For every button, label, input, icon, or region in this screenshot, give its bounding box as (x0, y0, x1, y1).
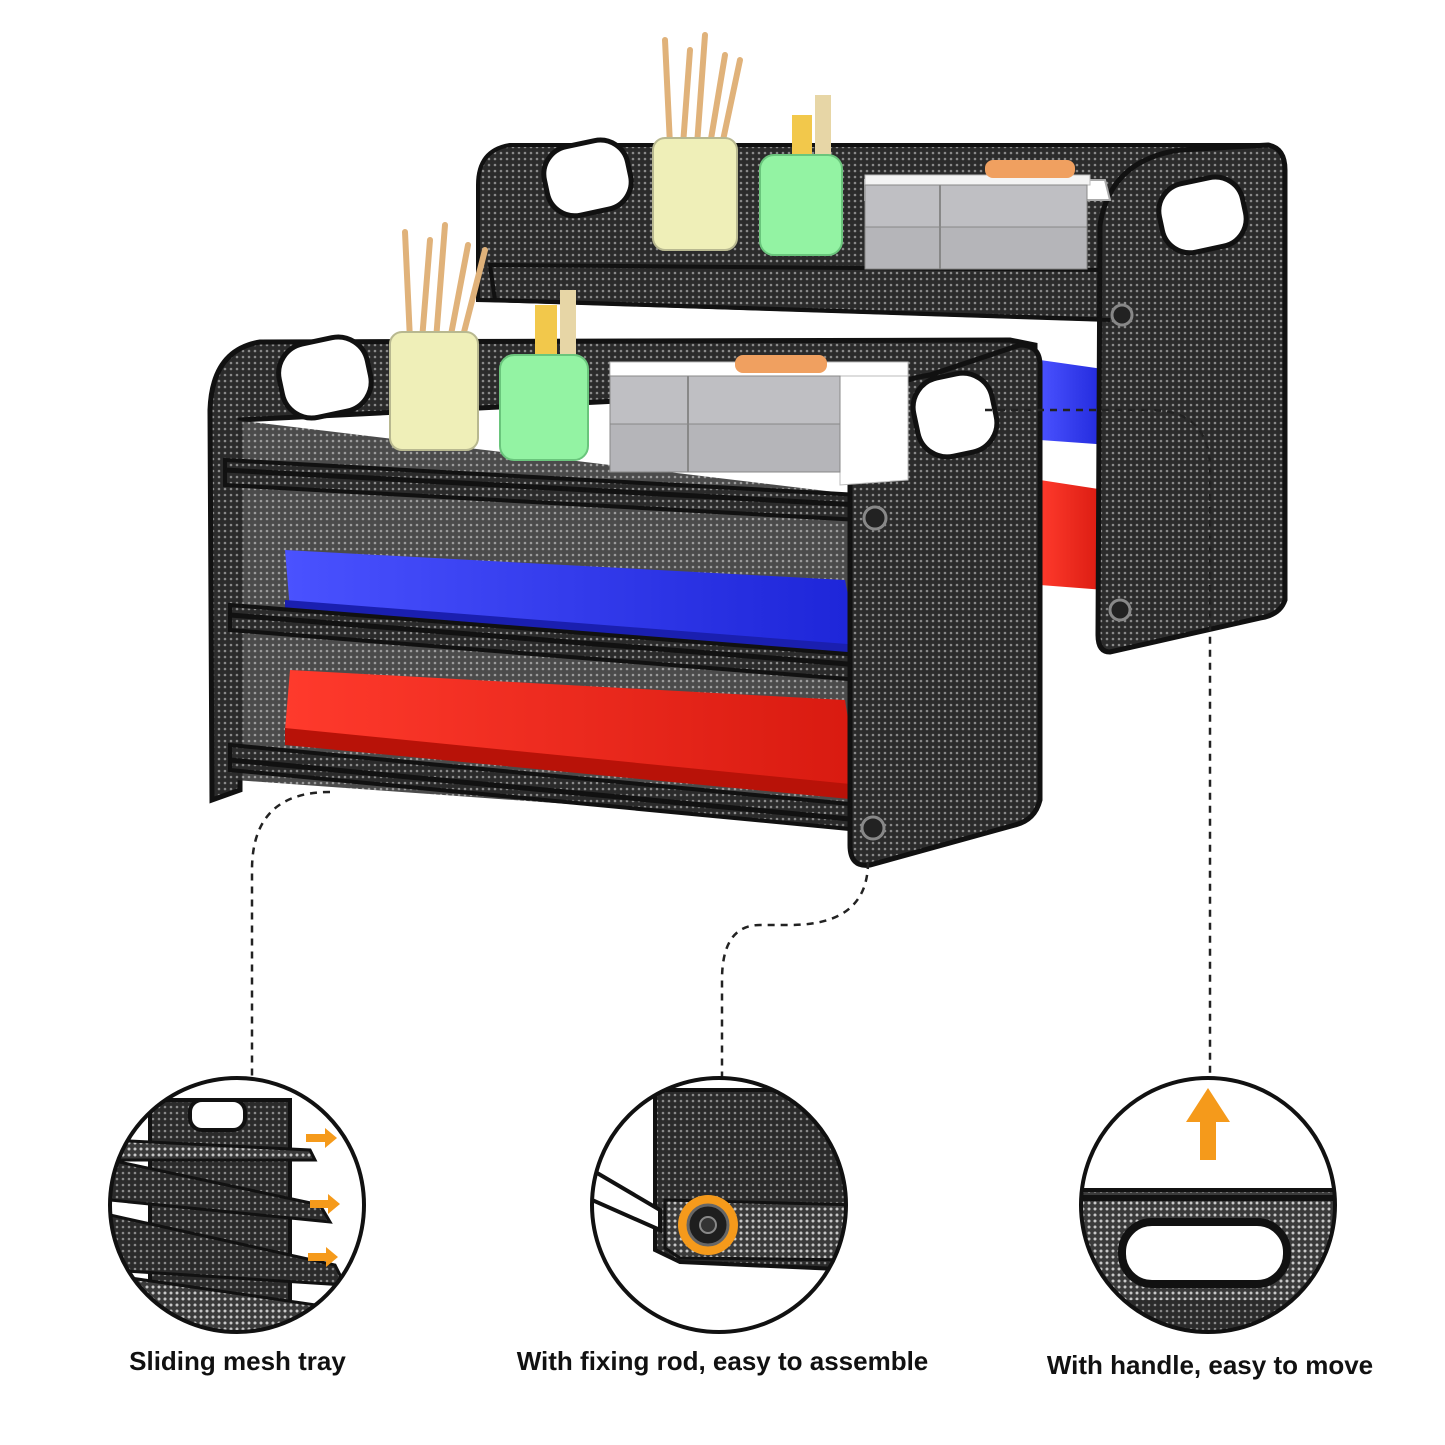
front-organizer (207, 222, 1043, 868)
paper-box-back (864, 160, 1112, 270)
fixing-screw-icon (678, 1195, 738, 1255)
cup-green-back (759, 154, 843, 256)
arrow-right-icon (310, 1194, 340, 1214)
caption-handle: With handle, easy to move (1046, 1350, 1374, 1380)
arrow-right-icon (308, 1247, 338, 1267)
fixing-screw-icon (1108, 598, 1132, 622)
connector-lines (250, 408, 1212, 1078)
detail-sliding-tray (108, 1076, 366, 1334)
pencils-front (402, 222, 488, 343)
handle-cutout-icon (910, 370, 1000, 460)
detail-handle (1079, 1076, 1337, 1334)
back-organizer (476, 32, 1288, 655)
cup-green-front (499, 354, 589, 461)
highlighter-back-2 (815, 95, 831, 165)
handle-cutout-icon (1118, 1218, 1291, 1288)
caption-sliding-tray: Sliding mesh tray (129, 1346, 346, 1376)
arrow-up-icon (1186, 1088, 1230, 1160)
pencils-back (662, 32, 743, 148)
fixing-screw-icon (862, 505, 888, 531)
caption-fixing-rod: With fixing rod, easy to assemble (516, 1346, 929, 1376)
fixing-screw-icon (860, 815, 886, 841)
cup-yellow-front (389, 331, 479, 451)
cup-yellow-back (652, 137, 738, 251)
handle-cutout-icon (1156, 174, 1249, 256)
arrow-right-icon (306, 1128, 337, 1148)
handle-cutout-icon (541, 137, 634, 219)
paper-box-front (609, 355, 909, 486)
highlighter-back (792, 115, 812, 165)
fixing-screw-icon (1110, 303, 1134, 327)
highlighter-front (535, 305, 557, 360)
handle-cutout-icon (276, 334, 374, 421)
detail-fixing-rod (590, 1076, 848, 1334)
highlighter-front-2 (560, 290, 576, 360)
